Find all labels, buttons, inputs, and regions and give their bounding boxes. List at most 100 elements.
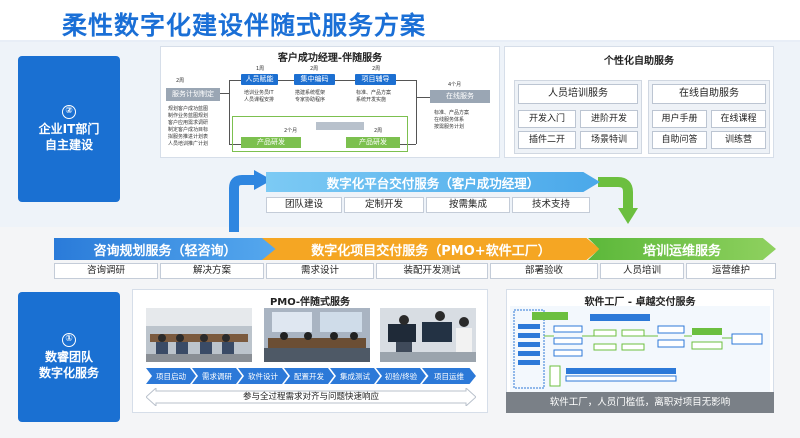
requirement-design-item: 需求设计: [266, 263, 374, 279]
solution-item: 解决方案: [160, 263, 264, 279]
title-divider: [0, 40, 800, 42]
step-requirement-research: 需求调研: [192, 368, 242, 384]
note: 在线服务体系: [434, 117, 465, 123]
connector: [396, 80, 416, 81]
note: 客户应用需求调研: [168, 120, 209, 126]
product-inner-label: [316, 122, 364, 130]
step-config-dev: 配置开发: [284, 368, 334, 384]
factory-footer: 软件工厂，人员门槛低，离职对项目无影响: [506, 392, 774, 413]
flow-arrows: [229, 170, 638, 232]
note: 标准、产品方案: [356, 90, 392, 96]
meeting-photo-3: [380, 308, 476, 362]
plugin-dev-button[interactable]: 插件二开: [518, 131, 576, 149]
self-qa-button[interactable]: 自助问答: [652, 131, 707, 149]
people-notes: 培训业务员IT 人员课程安排: [244, 90, 274, 104]
note: 人员课程安排: [244, 97, 275, 103]
self-service-title: 个性化自助服务: [604, 56, 674, 67]
step-project-start: 项目启动: [146, 368, 196, 384]
green-arrow-head: [618, 208, 638, 224]
coding-notes: 搭建系统框架 专家协助程序: [295, 90, 325, 104]
staff-training-item: 人员培训: [600, 263, 684, 279]
coding-box: 集中编码: [294, 74, 335, 85]
blue-arrow-head: [254, 170, 272, 190]
user-manual-button[interactable]: 用户手册: [652, 110, 707, 128]
online-service-title: 在线自助服务: [652, 84, 766, 104]
enterprise-it-line1: 企业IT部门: [38, 122, 100, 136]
factory-flow-diagram: [510, 306, 770, 392]
duration-label: 2周: [374, 128, 383, 134]
bootcamp-button[interactable]: 训练营: [711, 131, 766, 149]
training-ops-banner: 培训运维服务: [588, 238, 776, 260]
shurui-team-line1: 数睿团队: [44, 350, 93, 364]
green-arrow-path: [598, 177, 633, 210]
online-box: 在线服务: [430, 90, 490, 103]
plan-notes: 规划客户成功蓝图 制作业务蓝图规划 客户应用需求调研 制定客户成功目标 拟服务推…: [168, 106, 208, 148]
connector: [335, 80, 355, 81]
duration-label: 4个月: [448, 82, 462, 88]
online-notes: 标准、产品方案 在线服务体系 按需服务计划: [434, 110, 469, 131]
number-badge: ②: [62, 105, 76, 119]
note: 拟服务推进计划表: [168, 134, 209, 140]
note: 按需服务计划: [434, 124, 465, 130]
connector: [416, 97, 430, 98]
ops-maintenance-item: 运营维护: [686, 263, 776, 279]
connector: [219, 93, 229, 94]
note: 规划客户成功蓝图: [168, 106, 209, 112]
note: 人员培训推广计划: [168, 141, 209, 147]
tech-support-item: 技术支持: [512, 197, 590, 213]
pmo-footer-text: 参与全过程需求对齐与问题快速响应: [242, 392, 379, 402]
enterprise-it-box: ② 企业IT部门 自主建设: [18, 56, 120, 202]
advanced-dev-button[interactable]: 进阶开发: [580, 110, 638, 128]
product-frame: [232, 116, 408, 152]
blue-arrow-path: [229, 175, 262, 232]
duration-label: 2个月: [284, 128, 298, 134]
plan-box: 服务计划制定: [166, 88, 220, 101]
consult-research-item: 咨询调研: [54, 263, 158, 279]
note: 搭建系统框架: [295, 90, 326, 96]
shurui-team-box: ① 数睿团队 数字化服务: [18, 292, 120, 422]
online-course-button[interactable]: 在线课程: [711, 110, 766, 128]
people-box: 人员赋能: [241, 74, 278, 85]
training-service-title: 人员培训服务: [518, 84, 638, 104]
page-title: 柔性数字化建设伴随式服务方案: [62, 11, 427, 40]
note: 系统开发实施: [356, 97, 387, 103]
assembly-dev-test-item: 装配开发测试: [376, 263, 488, 279]
duration-label: 1周: [256, 66, 265, 72]
meeting-photo-2: [264, 308, 370, 362]
project-delivery-banner: 数字化项目交付服务（PMO+软件工厂）: [262, 238, 600, 260]
duration-label: 2周: [176, 78, 185, 84]
note: 制作业务蓝图规划: [168, 113, 209, 119]
number-badge: ①: [62, 333, 76, 347]
note: 专家协助程序: [295, 97, 326, 103]
delivery-box: 项目辅导: [355, 74, 396, 85]
connector: [400, 144, 416, 145]
pmo-title: PMO-伴随式服务: [269, 297, 351, 308]
connector: [416, 80, 417, 144]
connector: [229, 80, 230, 144]
duration-label: 2周: [372, 66, 381, 72]
note: 培训业务员IT: [244, 90, 274, 96]
scenario-training-button[interactable]: 场景特训: [580, 131, 638, 149]
product-mgmt-box: 产品研发: [346, 137, 400, 148]
platform-delivery-banner: 数字化平台交付服务（客户成功经理）: [266, 172, 600, 192]
meeting-photo-1: [146, 308, 252, 362]
step-acceptance: 初验/终验: [376, 368, 426, 384]
factory-title: 软件工厂 - 卓越交付服务: [584, 297, 696, 308]
deploy-acceptance-item: 部署验收: [490, 263, 598, 279]
delivery-notes: 标准、产品方案 系统开发实施: [356, 90, 391, 104]
shurui-team-line2: 数字化服务: [38, 366, 99, 380]
connector: [229, 80, 241, 81]
note: 标准、产品方案: [434, 110, 470, 116]
consult-planning-banner: 咨询规划服务（轻咨询）: [54, 238, 276, 260]
connector: [229, 144, 241, 145]
on-demand-integration-item: 按需集成: [426, 197, 510, 213]
team-building-item: 团队建设: [266, 197, 342, 213]
step-integration-test: 集成测试: [330, 368, 380, 384]
note: 制定客户成功目标: [168, 127, 209, 133]
enterprise-it-line2: 自主建设: [44, 138, 93, 152]
step-software-design: 软件设计: [238, 368, 288, 384]
duration-label: 2周: [310, 66, 319, 72]
csm-title: 客户成功经理-伴随服务: [277, 53, 383, 64]
dev-intro-button[interactable]: 开发入门: [518, 110, 576, 128]
pmo-double-arrow: [146, 388, 476, 406]
